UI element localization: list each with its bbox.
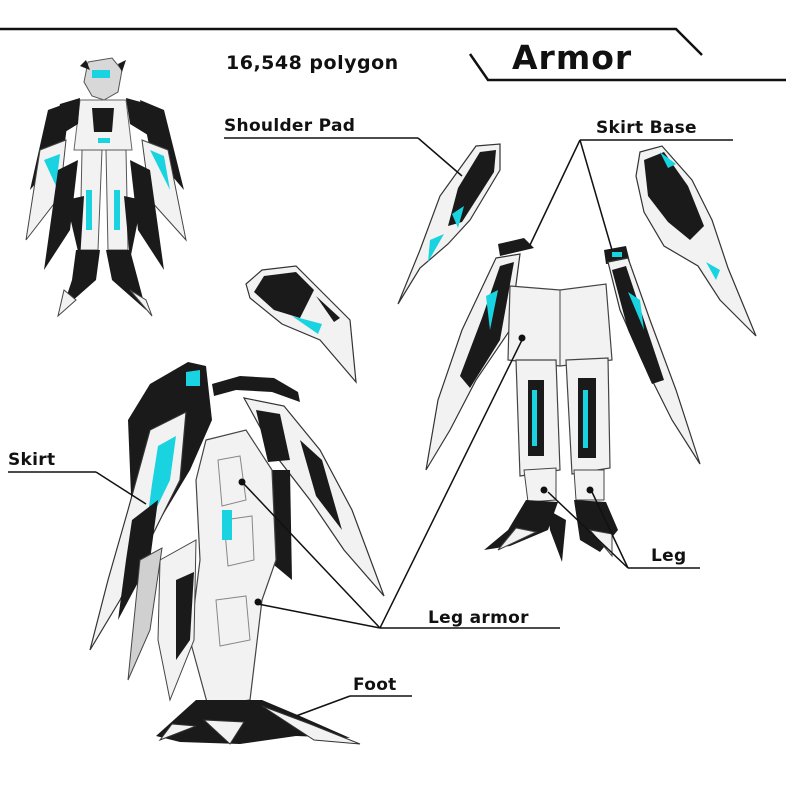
leg-armor-leader-3	[379, 339, 523, 629]
skirt-base-leader-right	[579, 139, 613, 251]
skirt-base-leader-left	[529, 139, 581, 246]
full-figure-preview	[25, 57, 187, 318]
shoulder-pad-piece-2	[245, 265, 357, 384]
page-title: Armor	[512, 38, 633, 77]
callout-leaders	[8, 137, 733, 717]
polygon-count: 16,548 polygon	[226, 52, 399, 74]
label-skirt-base: Skirt Base	[596, 118, 697, 138]
leg-leader-left	[547, 491, 629, 569]
label-foot: Foot	[353, 675, 397, 695]
foot-leader	[295, 695, 351, 717]
label-leg: Leg	[651, 546, 687, 566]
skirt-leader	[95, 471, 147, 505]
header-rules	[0, 27, 786, 82]
label-leg-armor: Leg armor	[428, 608, 529, 628]
skirt-base-blade	[635, 145, 757, 337]
label-shoulder-pad: Shoulder Pad	[224, 116, 356, 136]
leg-armor-leader-1	[243, 483, 381, 629]
assembled-leg-with-skirt	[89, 362, 385, 745]
leg-leader-right	[591, 491, 629, 569]
shoulder-pad-piece	[397, 143, 501, 305]
leg-armor-leader-2	[257, 603, 381, 629]
shoulder-pad-leader	[417, 137, 463, 177]
leg-assembly	[425, 238, 701, 562]
label-skirt: Skirt	[8, 450, 56, 470]
